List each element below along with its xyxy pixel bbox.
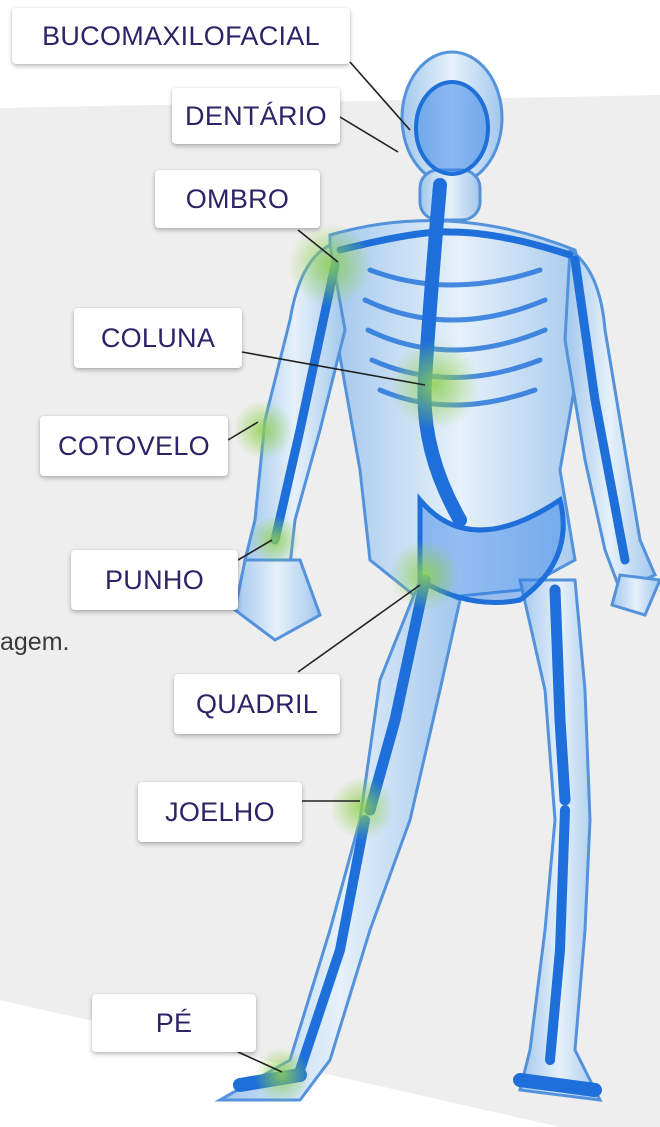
label-cotovelo: COTOVELO — [40, 416, 228, 476]
label-punho: PUNHO — [71, 550, 238, 610]
label-ombro: OMBRO — [155, 170, 320, 228]
label-dentario: DENTÁRIO — [172, 88, 340, 144]
label-pe: PÉ — [92, 994, 256, 1052]
label-bucomaxilofacial: BUCOMAXILOFACIAL — [12, 8, 350, 64]
label-quadril: QUADRIL — [174, 674, 340, 734]
label-joelho: JOELHO — [138, 782, 302, 842]
leader-dentario — [340, 117, 398, 152]
leader-bucomaxilofacial — [350, 62, 410, 130]
label-coluna: COLUNA — [74, 308, 242, 368]
